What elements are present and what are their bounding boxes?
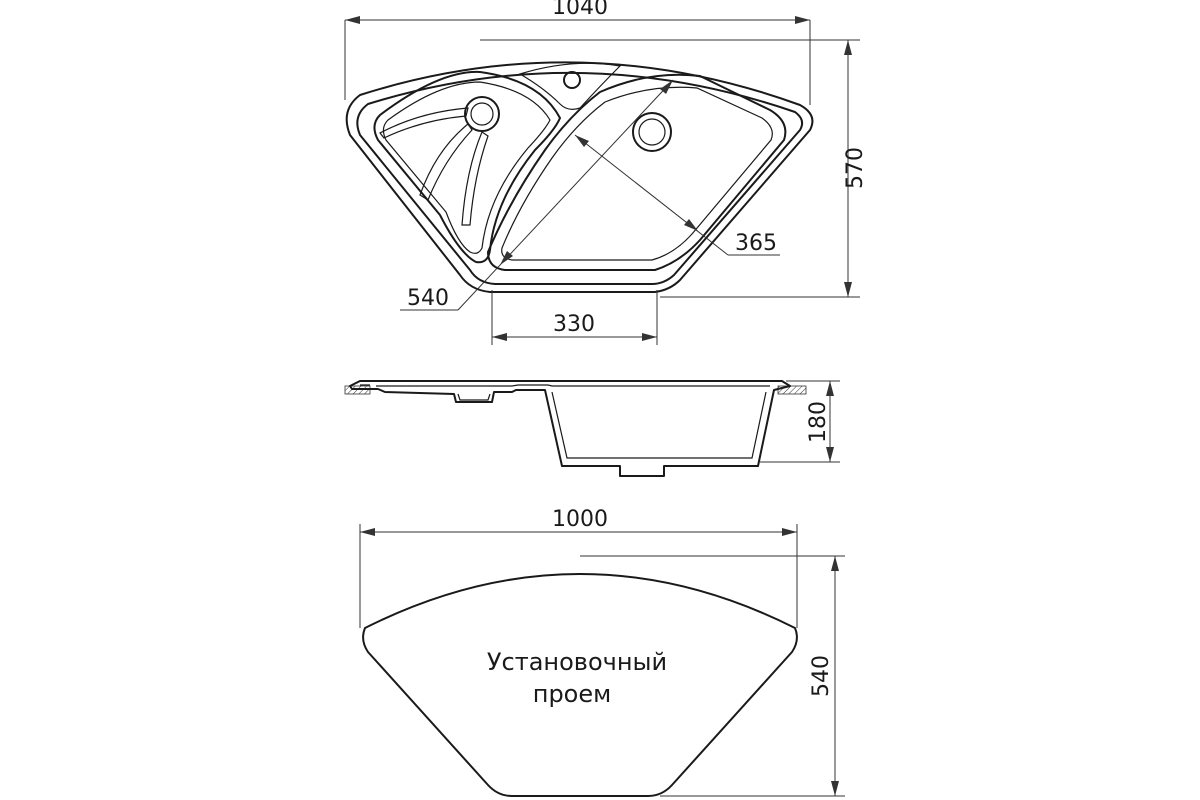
drainer-groove-1 (379, 107, 469, 139)
drainer-area (373, 70, 561, 264)
dim-cutout-width: 1000 (359, 507, 798, 628)
dim-corner-diagonal: 540 (400, 79, 674, 311)
top-view: 1040 570 365 540 (344, 0, 868, 345)
dim-570-label: 570 (843, 147, 868, 189)
side-drainer-step (457, 393, 491, 401)
cutout-label-line1: Установочный (487, 648, 667, 676)
bowl-drain-outer (632, 112, 672, 152)
drainer-area-inner (382, 81, 551, 254)
faucet-hole (563, 71, 581, 89)
cutout-label-line2: проем (533, 680, 611, 708)
faucet-island (518, 62, 622, 110)
side-view: 180 (344, 380, 840, 477)
bowl-drain-inner (638, 118, 666, 146)
sink-side-inner (360, 384, 770, 459)
dim-front-width: 330 (491, 290, 658, 345)
sink-outer-contour (345, 61, 814, 293)
cutout-view: 1000 540 Установочный проем (359, 507, 845, 797)
dim-cutout-depth: 540 (580, 555, 845, 797)
dim-overall-width: 1040 (344, 0, 811, 105)
dim-365-label: 365 (735, 231, 777, 256)
dim-1040-label: 1040 (552, 0, 608, 20)
dim-540-label: 540 (407, 286, 449, 311)
main-bowl-outer (487, 73, 787, 271)
drainer-groove-3 (461, 131, 489, 226)
dim-bowl-diagonal: 365 (574, 134, 780, 256)
dim-overall-depth: 570 (480, 39, 868, 298)
dim-depth: 180 (760, 380, 840, 463)
dim-180-label: 180 (806, 401, 831, 443)
dim-cutout-540-label: 540 (809, 655, 834, 697)
main-bowl-inner (501, 86, 773, 261)
drainer-drain-inner (470, 102, 494, 126)
dim-330-label: 330 (553, 312, 595, 337)
dim-1000-label: 1000 (552, 507, 608, 532)
drainer-groove-2 (419, 123, 473, 201)
drainer-drain-outer (464, 96, 500, 132)
sink-side-profile (349, 380, 791, 477)
cutout-outline (362, 573, 798, 797)
sink-inner-rim (356, 71, 804, 285)
